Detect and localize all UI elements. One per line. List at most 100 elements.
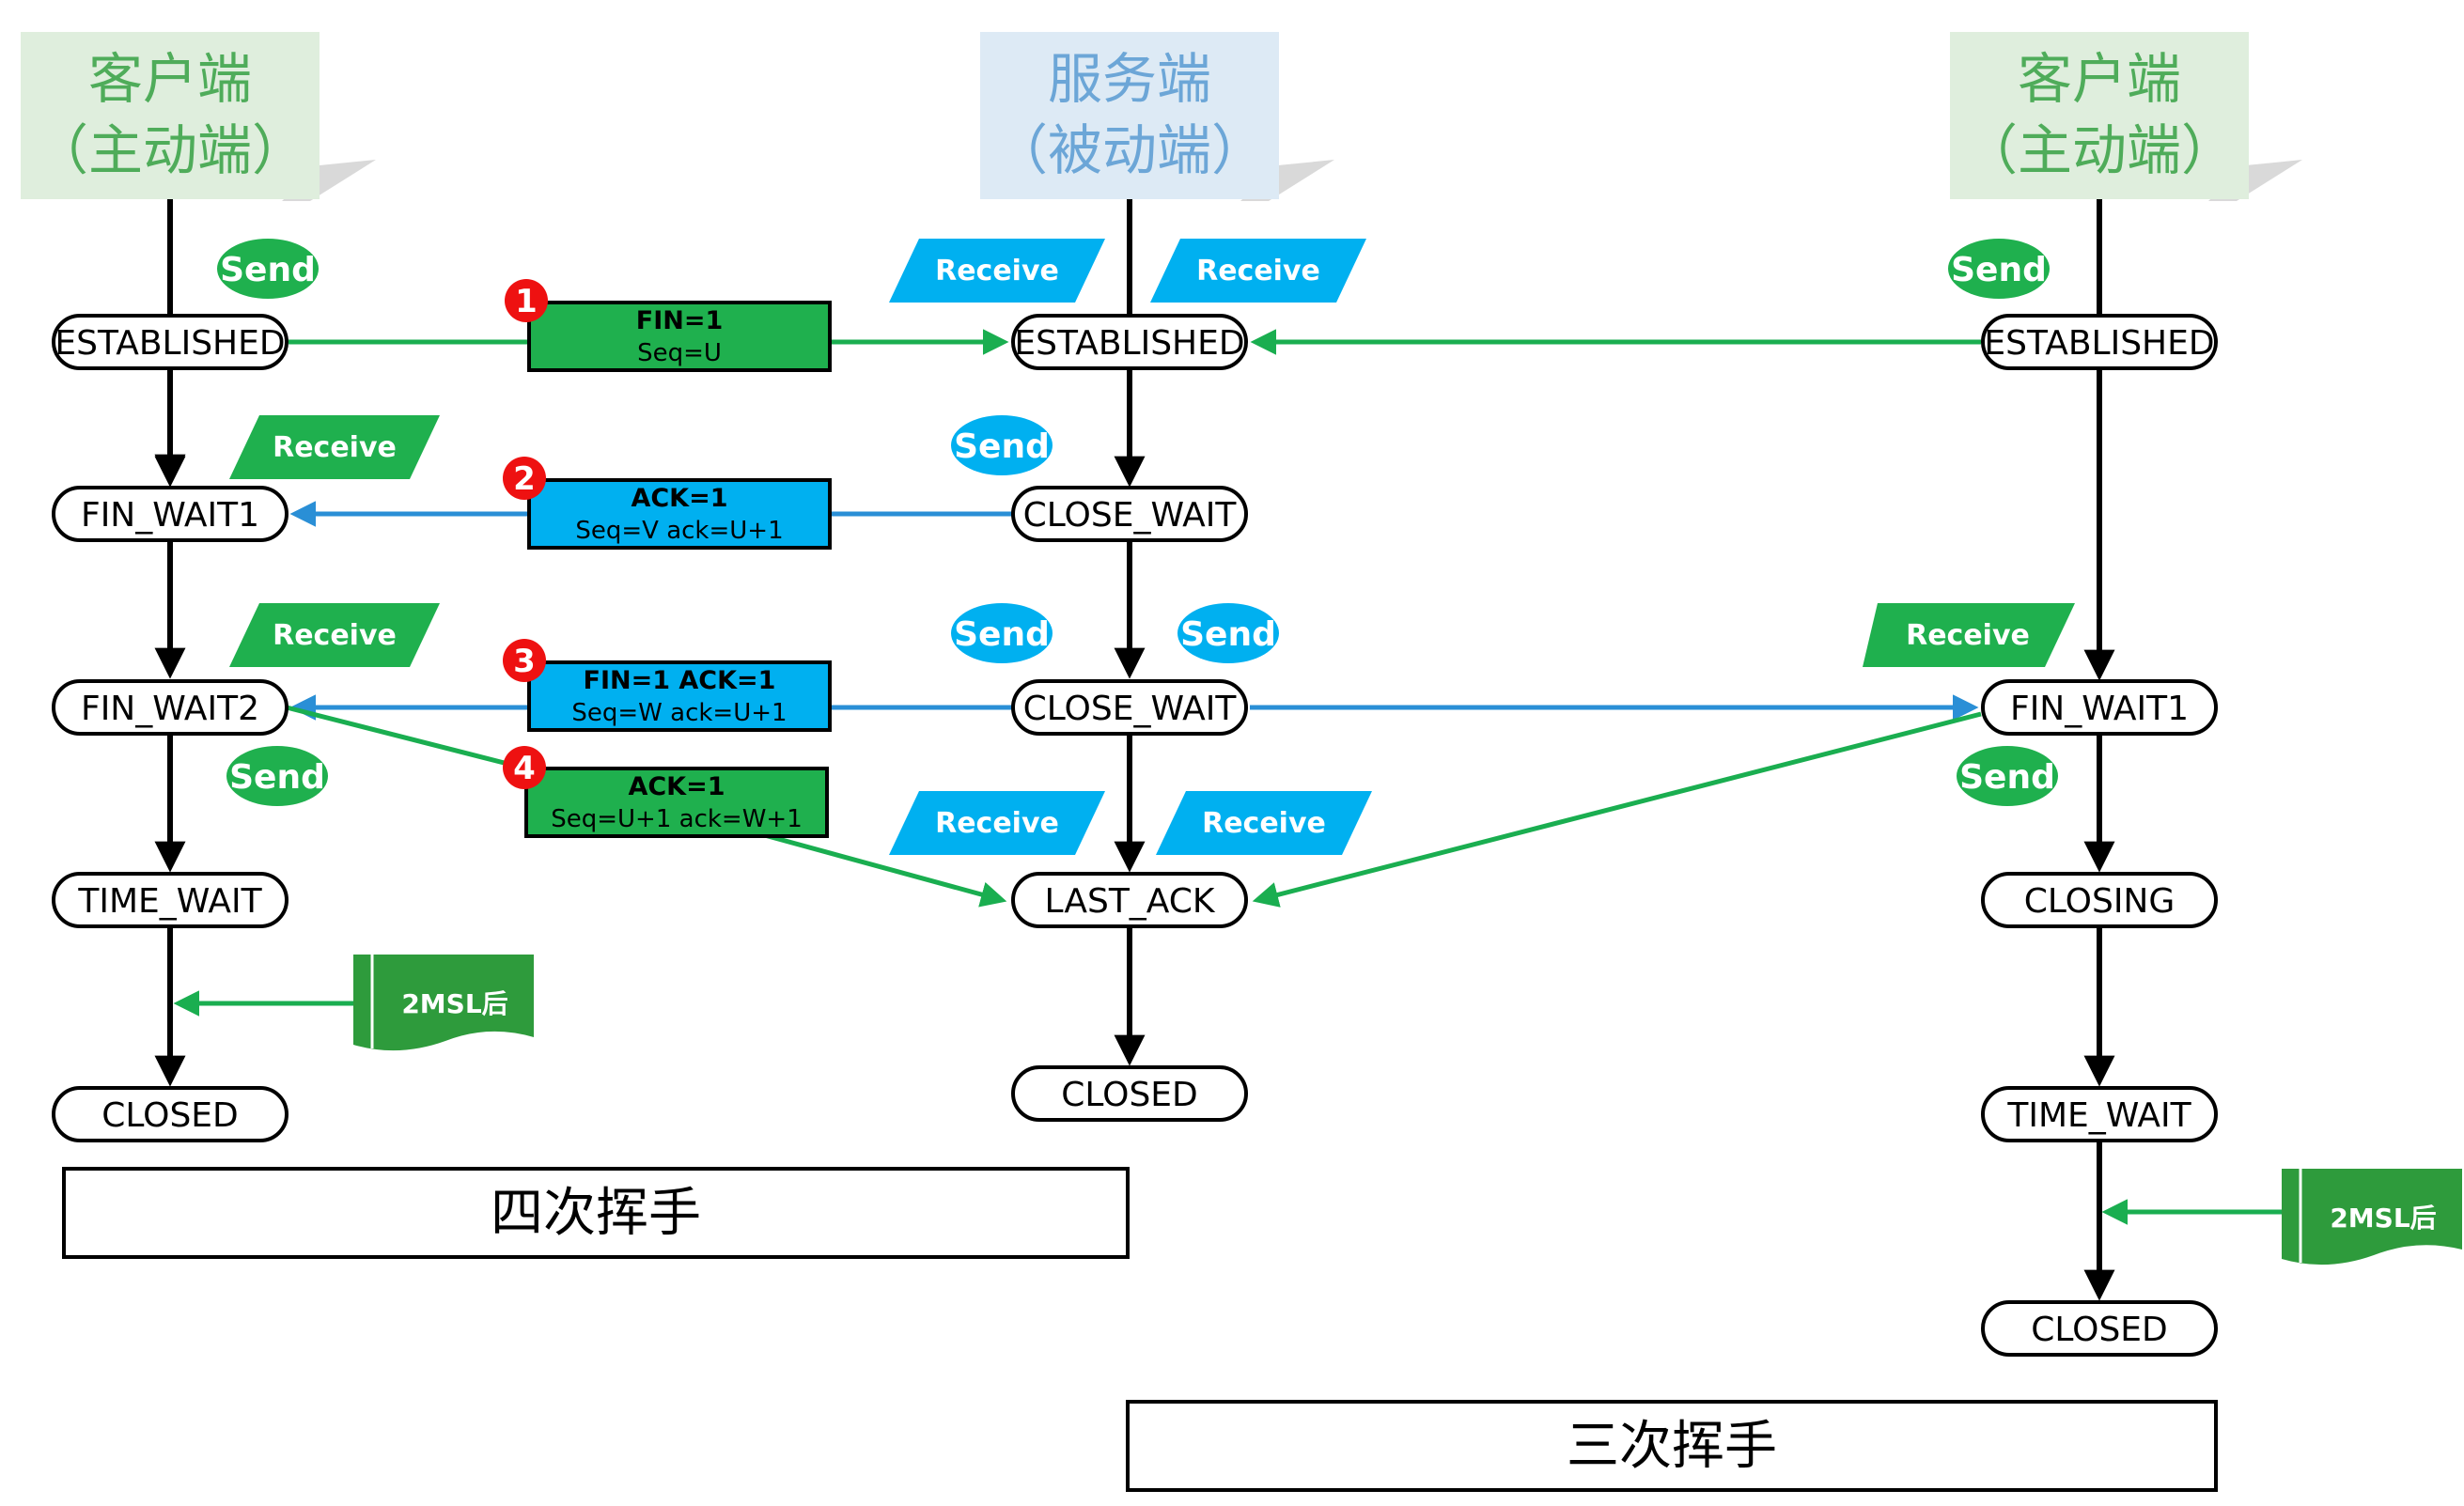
- svg-text:Receive: Receive: [935, 807, 1059, 840]
- state-pill: [1011, 679, 1248, 736]
- state-pill: [1981, 1086, 2218, 1142]
- svg-text:Send: Send: [954, 615, 1050, 654]
- svg-text:Receive: Receive: [1906, 619, 2030, 652]
- header-client-left-subtitle: （主动端）: [34, 118, 306, 182]
- svg-text:Seq=U: Seq=U: [637, 339, 722, 367]
- svg-text:1: 1: [515, 283, 538, 320]
- state-pill: [52, 1086, 289, 1142]
- state-label: ESTABLISHED: [1014, 324, 1244, 363]
- message-box-4: ACK=1 Seq=U+1 ack=W+1: [524, 767, 829, 838]
- state-pill: [52, 314, 289, 370]
- receive-tag: Receive: [229, 603, 440, 667]
- svg-text:4: 4: [513, 750, 536, 787]
- state-pill: [1981, 1300, 2218, 1357]
- receive-tag: Receive: [889, 791, 1105, 855]
- state-label: TIME_WAIT: [77, 882, 262, 921]
- caption-four-way: 四次挥手: [62, 1167, 1130, 1259]
- header-client-right-subtitle: （主动端）: [1963, 118, 2236, 182]
- state-label: FIN_WAIT2: [81, 690, 259, 728]
- svg-text:Send: Send: [229, 758, 325, 797]
- header-server-title: 服务端: [1048, 47, 1211, 111]
- state-label: FIN_WAIT1: [2010, 690, 2189, 728]
- receive-tag: Receive: [1156, 791, 1372, 855]
- svg-text:ACK=1: ACK=1: [628, 772, 725, 801]
- state-label: ESTABLISHED: [55, 324, 285, 363]
- message-lines: [286, 329, 1982, 908]
- step-marker-3: 3: [503, 639, 546, 682]
- state-pill: [1981, 314, 2218, 370]
- state-label: TIME_WAIT: [2006, 1096, 2191, 1135]
- svg-text:FIN=1 ACK=1: FIN=1 ACK=1: [584, 666, 776, 695]
- message-box-1: FIN=1 Seq=U: [527, 301, 832, 372]
- header-server: 服务端 （被动端）: [980, 32, 1334, 201]
- state-label: FIN_WAIT1: [81, 496, 259, 535]
- state-label: CLOSED: [2031, 1311, 2168, 1349]
- step-marker-2: 2: [503, 457, 546, 500]
- header-client-left: 客户端 （主动端）: [21, 32, 376, 201]
- state-pill: [52, 486, 289, 542]
- state-pills-server: ESTABLISHED CLOSE_WAIT CLOSE_WAIT LAST_A…: [1011, 314, 1248, 1122]
- message-box-2: ACK=1 Seq=V ack=U+1: [527, 478, 832, 550]
- svg-text:2MSL后: 2MSL后: [401, 988, 507, 1019]
- caption-three-way: 三次挥手: [1126, 1400, 2218, 1492]
- svg-text:Seq=V ack=U+1: Seq=V ack=U+1: [575, 517, 783, 545]
- state-label: ESTABLISHED: [1984, 324, 2214, 363]
- state-label: CLOSED: [1061, 1076, 1198, 1114]
- svg-text:Send: Send: [1959, 758, 2055, 797]
- svg-text:Receive: Receive: [273, 619, 397, 652]
- header-client-right: 客户端 （主动端）: [1950, 32, 2302, 201]
- state-pill: [52, 872, 289, 928]
- svg-text:ACK=1: ACK=1: [631, 484, 727, 513]
- state-pill: [1011, 1065, 1248, 1122]
- step-marker-4: 4: [503, 746, 546, 789]
- message-box-3: FIN=1 ACK=1 Seq=W ack=U+1: [527, 660, 832, 732]
- send-badge: Send: [226, 746, 328, 806]
- send-badge: Send: [951, 603, 1053, 663]
- state-pill: [1011, 314, 1248, 370]
- state-label: CLOSE_WAIT: [1023, 690, 1238, 728]
- send-badge: Send: [1948, 239, 2050, 299]
- svg-text:Receive: Receive: [273, 431, 397, 464]
- svg-text:3: 3: [513, 643, 536, 680]
- send-badge: Send: [1177, 603, 1279, 663]
- send-badge: Send: [1957, 746, 2058, 806]
- receive-tag: Receive: [889, 239, 1105, 303]
- svg-text:Send: Send: [1951, 251, 2047, 289]
- state-label: LAST_ACK: [1044, 882, 1215, 921]
- state-label: CLOSING: [2024, 882, 2175, 921]
- receive-tag: Receive: [229, 415, 440, 479]
- receive-tag: Receive: [1150, 239, 1366, 303]
- step-marker-1: 1: [505, 279, 548, 322]
- send-badge: Send: [951, 415, 1053, 475]
- state-pills-right: ESTABLISHED FIN_WAIT1 CLOSING TIME_WAIT …: [1981, 314, 2218, 1357]
- svg-text:四次挥手: 四次挥手: [491, 1183, 701, 1244]
- svg-text:Seq=U+1 ack=W+1: Seq=U+1 ack=W+1: [551, 805, 803, 833]
- svg-text:2: 2: [513, 460, 536, 498]
- header-client-right-title: 客户端: [2018, 47, 2181, 111]
- svg-text:三次挥手: 三次挥手: [1567, 1416, 1777, 1477]
- state-label: CLOSE_WAIT: [1023, 496, 1238, 535]
- svg-text:Send: Send: [1180, 615, 1276, 654]
- send-badge: Send: [217, 239, 319, 299]
- svg-text:Seq=W ack=U+1: Seq=W ack=U+1: [571, 699, 787, 727]
- state-label: CLOSED: [101, 1096, 239, 1135]
- header-client-left-title: 客户端: [88, 47, 252, 111]
- state-pill: [1011, 486, 1248, 542]
- svg-text:Receive: Receive: [1196, 255, 1320, 287]
- wait-note-right: 2MSL后: [2101, 1169, 2462, 1265]
- state-pill: [1981, 679, 2218, 736]
- svg-text:Send: Send: [954, 427, 1050, 466]
- state-pills-left: ESTABLISHED FIN_WAIT1 FIN_WAIT2 TIME_WAI…: [52, 314, 289, 1142]
- svg-text:Send: Send: [220, 251, 316, 289]
- state-pill: [1011, 872, 1248, 928]
- svg-text:2MSL后: 2MSL后: [2330, 1203, 2436, 1234]
- wait-note-left: 2MSL后: [173, 955, 534, 1051]
- header-server-subtitle: （被动端）: [993, 118, 1266, 182]
- state-pill: [1981, 872, 2218, 928]
- state-pill: [52, 679, 289, 736]
- svg-text:Receive: Receive: [935, 255, 1059, 287]
- receive-tag: Receive: [1863, 603, 2075, 667]
- svg-text:Receive: Receive: [1202, 807, 1326, 840]
